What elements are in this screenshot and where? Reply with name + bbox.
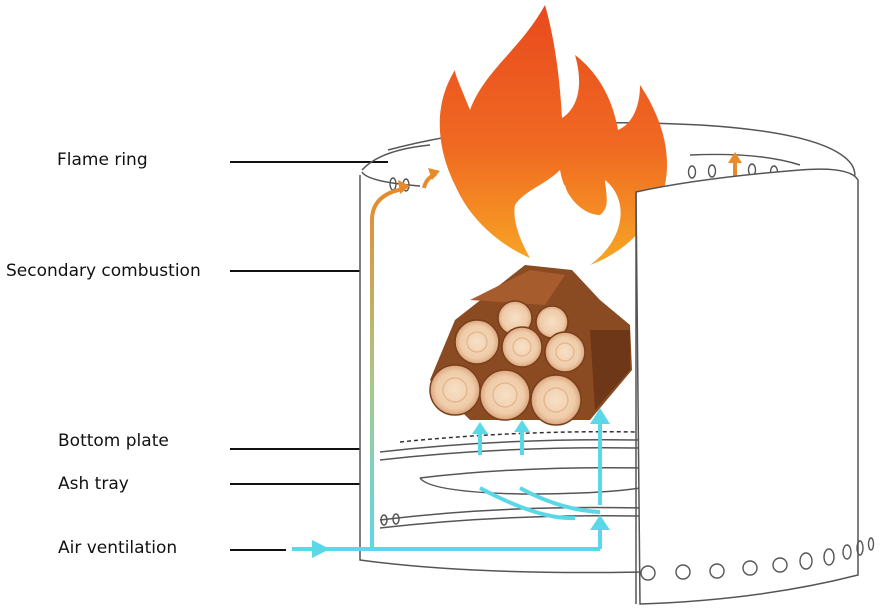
leader-bottom-plate	[230, 448, 400, 450]
label-secondary-combustion: Secondary combustion	[6, 261, 201, 281]
label-bottom-plate: Bottom plate	[58, 431, 169, 451]
leader-air-ventilation	[230, 549, 286, 551]
log-end	[479, 369, 531, 421]
label-air-ventilation: Air ventilation	[58, 538, 178, 558]
pit-body-right-panel	[635, 168, 859, 605]
label-ash-tray: Ash tray	[58, 474, 129, 494]
leader-flame-ring	[230, 161, 388, 163]
air-arrowheads	[312, 408, 610, 558]
log-end	[501, 326, 543, 368]
log-end	[454, 319, 500, 365]
leader-secondary-combustion	[230, 270, 360, 272]
bottom-vent-holes	[640, 537, 875, 581]
flame-core	[532, 185, 613, 255]
secondary-air-path	[370, 186, 406, 548]
log-bundle	[429, 265, 632, 426]
leader-ash-tray	[230, 483, 420, 485]
flame	[439, 5, 668, 265]
secondary-air-arrowhead	[398, 180, 410, 194]
log-end	[530, 374, 582, 426]
log-end	[544, 331, 586, 373]
inner-plates	[379, 430, 641, 529]
label-flame-ring: Flame ring	[57, 150, 148, 170]
log-end	[429, 364, 481, 416]
air-ventilation-flow	[292, 418, 602, 551]
